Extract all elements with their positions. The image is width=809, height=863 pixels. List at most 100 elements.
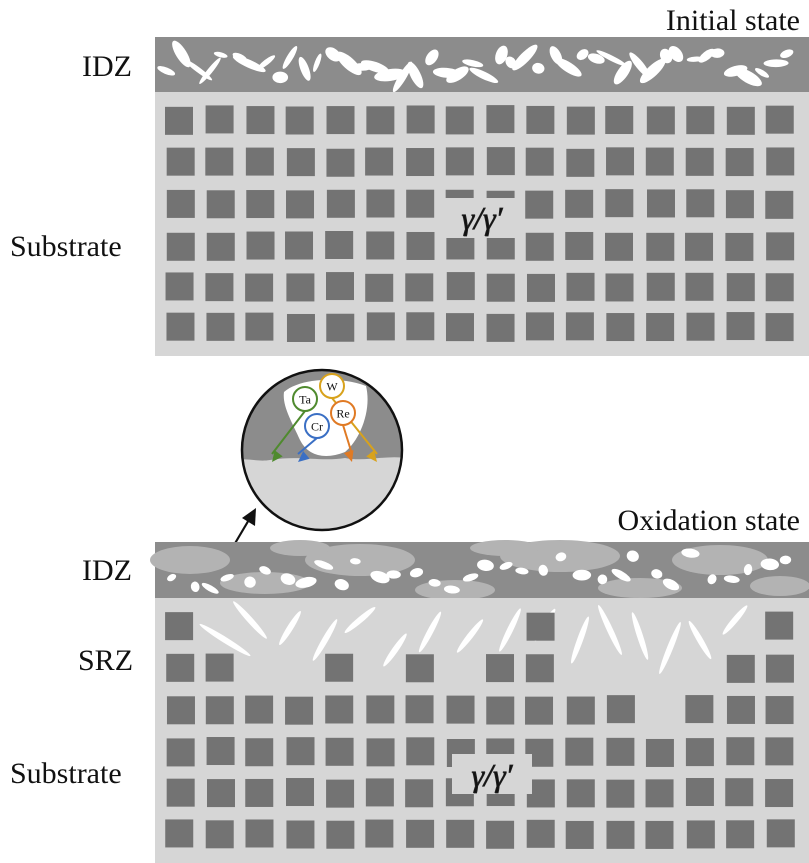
srz-needle <box>279 610 301 646</box>
diffusion-arrow-head-w <box>366 450 377 462</box>
oxidation-state-title: Oxidation state <box>618 504 800 537</box>
precipitate-cube <box>166 696 195 725</box>
precipitate-cube <box>645 779 674 808</box>
precipitate-cube <box>325 272 354 301</box>
diffusion-arrow-head-ta <box>272 450 283 462</box>
precipitate-cube <box>205 105 234 134</box>
precipitate-cube <box>245 312 274 341</box>
precipitate-cube <box>646 106 675 135</box>
oxide-particle <box>282 45 298 69</box>
precipitate-cube <box>525 190 554 219</box>
initial-idz-particles <box>157 40 794 93</box>
precipitate-cube <box>525 696 554 725</box>
element-symbol-ta: Ta <box>299 393 311 407</box>
precipitate-cube <box>566 148 595 177</box>
precipitate-cube <box>166 312 195 341</box>
precipitate-cube <box>765 737 794 766</box>
precipitate-cube <box>685 232 714 261</box>
magnified-circle-outline <box>240 368 404 532</box>
precipitate-cube <box>286 737 315 766</box>
oxide-particle <box>446 66 469 83</box>
precipitate-cube <box>286 273 315 302</box>
precipitate-cube <box>166 147 195 176</box>
oxide-particle <box>272 71 289 84</box>
precipitate-cube <box>565 737 594 766</box>
precipitate-cube <box>206 232 235 261</box>
precipitate-cube <box>606 313 635 342</box>
srz-needle-phases <box>199 601 748 674</box>
oxide-particle <box>469 67 499 83</box>
precipitate-cube <box>366 106 395 135</box>
srz-needle <box>688 620 712 660</box>
oxide-particle <box>428 579 441 587</box>
precipitate-cube <box>685 272 714 301</box>
precipitate-cube <box>406 148 435 177</box>
precipitate-cube <box>446 695 475 724</box>
oxide-particle <box>597 574 608 585</box>
oxide-particle <box>259 566 271 575</box>
precipitate-cube <box>726 106 755 135</box>
oxide-particle <box>596 50 627 67</box>
oxide-particle <box>157 66 176 76</box>
precipitate-cube <box>486 105 515 134</box>
oxide-particle <box>167 573 177 582</box>
oxide-particle <box>370 570 390 584</box>
oxide-particle <box>199 57 221 84</box>
precipitate-cube <box>446 819 475 848</box>
oxide-particle <box>707 574 717 585</box>
oxide-particle <box>743 564 753 576</box>
precipitate-cube <box>365 273 394 302</box>
precipitate-cube <box>325 737 354 766</box>
precipitate-cube <box>725 190 754 219</box>
precipitate-cube <box>486 147 515 176</box>
oxide-particle <box>325 47 341 62</box>
oxide-particle <box>462 573 479 582</box>
precipitate-cube <box>766 819 795 848</box>
precipitate-cube <box>165 819 194 848</box>
oxidation-idz-label: IDZ <box>82 554 132 587</box>
oxide-particle <box>314 560 334 570</box>
idz-light-patch <box>270 540 330 556</box>
precipitate-cube <box>765 696 794 725</box>
precipitate-cube <box>166 778 195 807</box>
precipitate-cube <box>325 695 354 724</box>
oxidation-phase-label: γ/γ′ <box>471 757 513 793</box>
oxide-particle <box>681 548 700 558</box>
oxide-particle <box>710 48 725 58</box>
precipitate-cube <box>765 105 794 134</box>
precipitate-cube <box>326 106 355 135</box>
precipitate-cube <box>605 189 634 218</box>
oxide-particle <box>213 51 228 58</box>
oxide-particle <box>392 61 413 93</box>
oxide-particle <box>639 58 666 84</box>
oxide-particle <box>572 569 592 581</box>
precipitate-cube <box>325 231 354 260</box>
precipitate-cube <box>686 820 715 849</box>
srz-label: SRZ <box>78 644 133 677</box>
precipitate-cube <box>606 695 635 724</box>
initial-precipitate-grid <box>165 105 795 342</box>
precipitate-cube <box>165 272 194 301</box>
oxide-particle <box>662 578 680 591</box>
precipitate-cube <box>205 696 234 725</box>
oxide-particle <box>512 44 538 71</box>
precipitate-cube <box>565 820 594 849</box>
precipitate-cube <box>245 778 274 807</box>
precipitate-cube <box>366 231 395 260</box>
precipitate-cube <box>726 273 755 302</box>
precipitate-cube <box>166 232 195 261</box>
precipitate-cube <box>606 779 635 808</box>
oxide-particle <box>723 575 740 583</box>
precipitate-cube <box>566 696 595 725</box>
srz-needle <box>598 605 622 655</box>
precipitate-cube <box>245 738 274 767</box>
oxide-particle <box>668 45 684 63</box>
precipitate-cube <box>685 695 714 724</box>
precipitate-cube <box>366 189 395 218</box>
precipitate-cube <box>325 653 354 682</box>
precipitate-cube <box>646 272 675 301</box>
precipitate-cube <box>645 738 674 767</box>
precipitate-cube <box>646 189 675 218</box>
